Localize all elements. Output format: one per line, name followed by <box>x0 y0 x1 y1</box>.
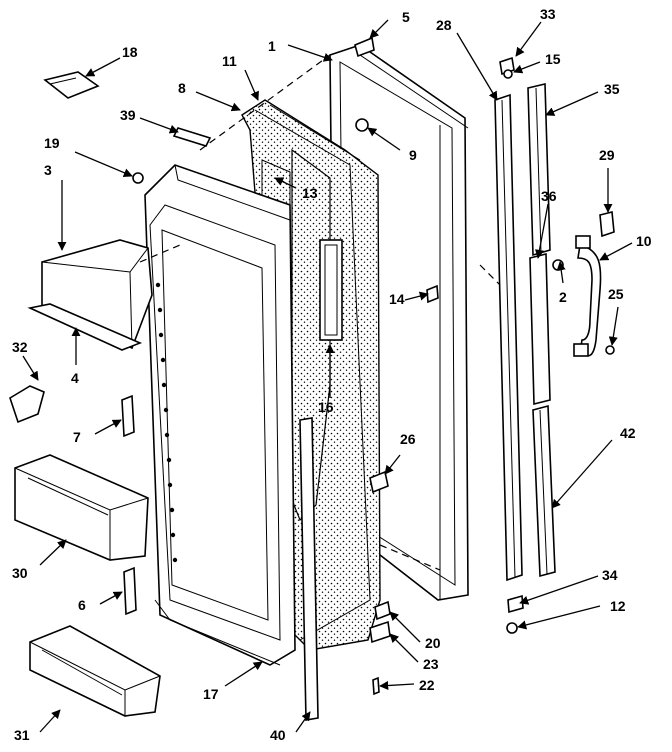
part-4-dairy-base <box>27 303 143 351</box>
part-22 <box>372 676 380 696</box>
callout-9: 9 <box>409 147 417 163</box>
callout-15: 15 <box>545 51 561 67</box>
callout-42: 42 <box>620 425 636 441</box>
part-39 <box>172 127 212 147</box>
callout-4: 4 <box>71 370 79 386</box>
callout-6: 6 <box>78 597 86 613</box>
callout-23: 23 <box>423 656 439 672</box>
callout-25: 25 <box>608 286 624 302</box>
leader-lines <box>22 19 633 733</box>
part-19 <box>132 172 144 184</box>
part-25 <box>605 345 615 355</box>
part-30-bin <box>14 454 149 561</box>
callout-18: 18 <box>122 44 138 60</box>
callout-12: 12 <box>610 598 626 614</box>
callout-31: 31 <box>14 727 30 743</box>
trim-strip-35 <box>527 82 551 257</box>
callout-22: 22 <box>419 677 435 693</box>
callout-7: 7 <box>73 429 81 445</box>
callout-3: 3 <box>44 162 52 178</box>
callout-13: 13 <box>302 185 318 201</box>
callout-32: 32 <box>12 339 28 355</box>
part-18-cover <box>43 71 100 99</box>
part-5 <box>354 36 375 58</box>
callout-8: 8 <box>178 80 186 96</box>
liner-holes <box>155 282 178 563</box>
inner-door-liner <box>144 164 296 666</box>
part-12 <box>506 622 518 634</box>
handle-trim <box>529 252 551 406</box>
callout-5: 5 <box>402 9 410 25</box>
part-32-clip <box>9 385 45 424</box>
callout-33: 33 <box>540 6 556 22</box>
trim-strip-42 <box>532 404 556 578</box>
part-26 <box>369 470 389 494</box>
callout-2: 2 <box>559 289 567 305</box>
part-34 <box>507 594 524 614</box>
callout-labels: 1 2 3 4 5 6 7 8 9 10 11 12 13 14 15 16 1… <box>12 6 652 743</box>
callout-16: 16 <box>318 399 334 415</box>
callout-34: 34 <box>602 567 618 583</box>
door-handle <box>573 235 602 357</box>
part-7-bracket <box>121 394 135 438</box>
callout-17: 17 <box>203 686 219 702</box>
callout-35: 35 <box>604 81 620 97</box>
callout-20: 20 <box>425 635 441 651</box>
callout-30: 30 <box>12 565 28 581</box>
callout-26: 26 <box>400 431 416 447</box>
part-31-bin <box>29 625 161 717</box>
callout-19: 19 <box>44 135 60 151</box>
part-9 <box>355 118 369 132</box>
callout-10: 10 <box>636 233 652 249</box>
trim-strip-28 <box>494 93 523 582</box>
part-15 <box>503 69 513 79</box>
callout-29: 29 <box>599 147 615 163</box>
callout-11: 11 <box>222 53 237 69</box>
part-6-bracket <box>123 566 137 616</box>
callout-40: 40 <box>270 727 286 743</box>
part-29 <box>599 210 615 238</box>
assembly-lines <box>139 54 501 571</box>
callout-14: 14 <box>389 291 405 307</box>
callout-36: 36 <box>541 188 557 204</box>
callout-39: 39 <box>120 107 136 123</box>
callout-28: 28 <box>436 17 452 33</box>
callout-1: 1 <box>268 38 276 54</box>
breaker-strip <box>299 417 319 721</box>
